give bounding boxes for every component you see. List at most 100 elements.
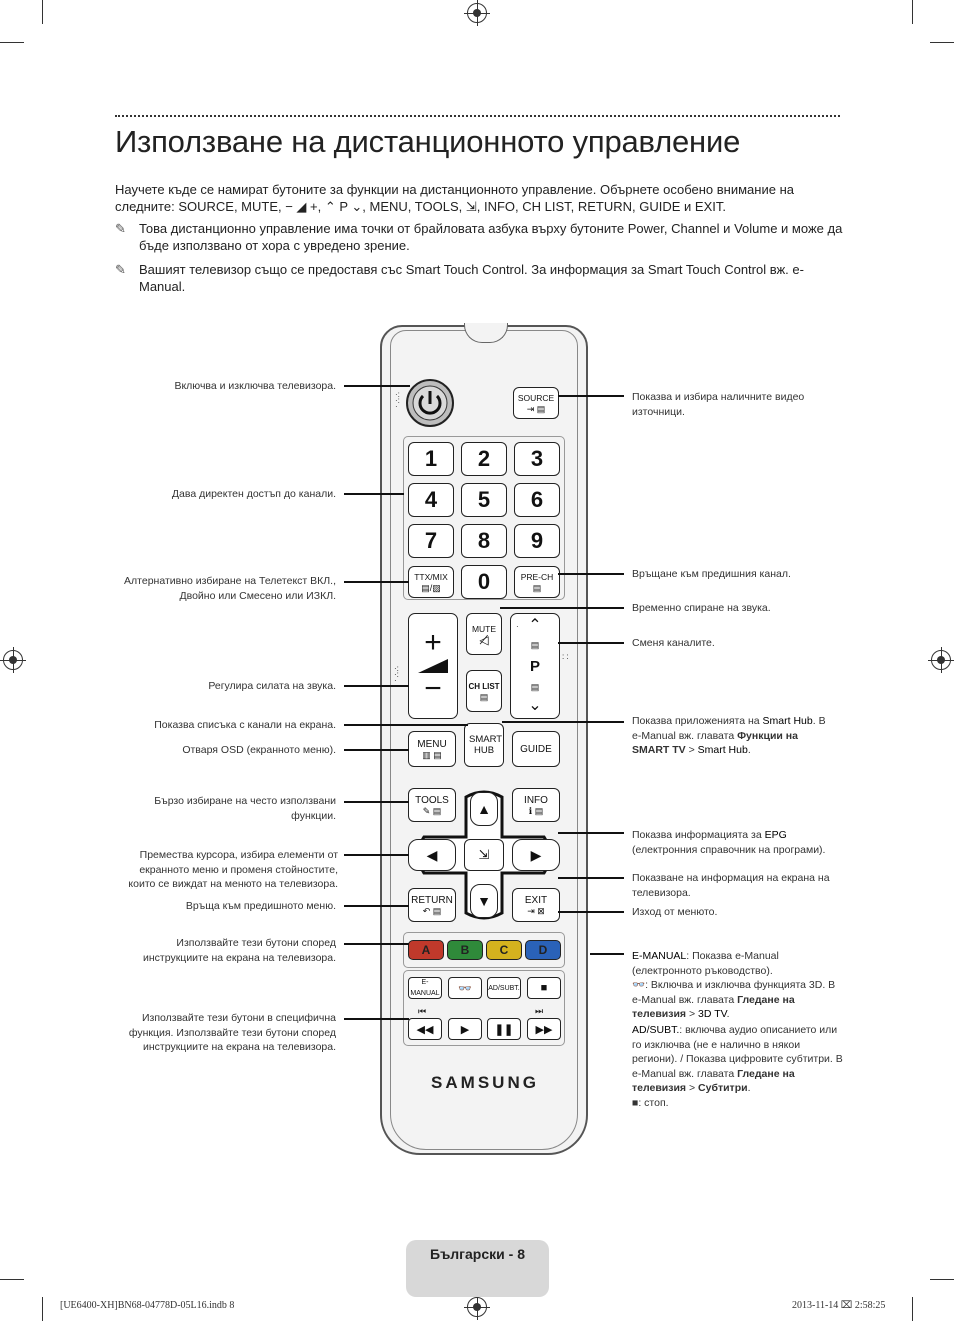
label-exit: Изход от менюто. — [632, 906, 718, 918]
rewind-button[interactable]: ◀◀ — [408, 1018, 442, 1040]
number-0-button[interactable]: 0 — [461, 565, 507, 599]
crop-mark — [0, 1279, 24, 1280]
source-button[interactable]: SOURCE ⇥ ▤ — [513, 387, 559, 419]
registration-mark-icon — [464, 1294, 490, 1320]
volume-up-icon: + — [424, 626, 442, 659]
leader-line — [344, 724, 468, 726]
leader-line — [344, 854, 409, 856]
page-title: Използване на дистанционното управление — [115, 124, 741, 159]
registration-mark-icon — [928, 647, 954, 673]
guide-button[interactable]: GUIDE — [512, 731, 560, 767]
leader-line — [558, 877, 624, 879]
function-buttons-panel — [403, 970, 565, 1046]
leader-line — [558, 832, 624, 834]
power-button[interactable] — [406, 379, 454, 427]
number-9-button[interactable]: 9 — [514, 524, 560, 558]
label-stop: ■: стоп. — [632, 1097, 669, 1109]
label-color-buttons: Използвайте тези бутони според инструкци… — [143, 937, 336, 964]
source-icon: ⇥ ▤ — [526, 403, 546, 414]
3d-glasses-icon: 👓 — [632, 979, 646, 991]
stop-button[interactable]: ■ — [527, 977, 561, 999]
arrow-right-button[interactable]: ▶ — [512, 839, 560, 871]
pause-button[interactable]: ❚❚ — [487, 1018, 521, 1040]
mute-button[interactable]: MUTE ◁̸ — [466, 613, 502, 655]
color-buttons-panel — [403, 932, 565, 968]
arrow-right-icon: ▶ — [530, 846, 542, 863]
volume-icon — [418, 659, 448, 673]
label-mute: Временно спиране на звука. — [632, 602, 771, 614]
menu-button[interactable]: MENU ▥ ▤ — [408, 731, 456, 767]
arrow-up-button[interactable]: ▲ — [470, 792, 498, 826]
channel-label: P — [529, 657, 540, 675]
braille-dots: · — [516, 622, 519, 631]
leader-line — [344, 1018, 409, 1020]
exit-button[interactable]: EXIT ⇥ ⊠ — [512, 888, 560, 922]
channel-up-icon: ⌃ — [528, 617, 542, 634]
tools-button[interactable]: TOOLS ✎ ▤ — [408, 788, 456, 822]
label-source: Показва и избира наличните видео източни… — [632, 391, 805, 418]
number-3-button[interactable]: 3 — [514, 442, 560, 476]
channel-down-icon: ⌄ — [528, 697, 542, 714]
label-return: Връща към предишното меню. — [185, 900, 336, 912]
rewind-icon: ◀◀ — [416, 1023, 434, 1036]
crop-mark — [42, 1297, 43, 1321]
play-icon: ▶ — [460, 1023, 470, 1036]
pencil-icon: ✎ — [115, 221, 126, 236]
skip-back-icon: ⏮ — [418, 1006, 427, 1016]
red-a-button[interactable]: A — [408, 940, 444, 960]
arrow-down-button[interactable]: ▼ — [470, 884, 498, 918]
label-pre-ch: Връщане към предишния канал. — [632, 568, 791, 580]
e-manual-button[interactable]: E-MANUAL — [408, 977, 442, 999]
number-8-button[interactable]: 8 — [461, 524, 507, 558]
fast-forward-button[interactable]: ▶▶ — [527, 1018, 561, 1040]
ad-subt-button[interactable]: AD/SUBT. — [487, 977, 521, 999]
channel-rocker[interactable]: ⌃ ▤ P ▤ ⌄ — [510, 613, 560, 719]
leader-line — [500, 607, 624, 609]
return-button[interactable]: RETURN ↶ ▤ — [408, 888, 456, 922]
label-playback-buttons: Използвайте тези бутони в специфична фун… — [128, 1012, 336, 1053]
leader-line — [558, 642, 624, 644]
label-tools: Бързо избиране на често използвани функц… — [154, 795, 336, 822]
green-b-button[interactable]: B — [447, 940, 483, 960]
channel-down-sub-icon: ▤ — [530, 682, 540, 693]
braille-dots: : : — [562, 652, 569, 661]
leader-line — [558, 911, 624, 913]
ttx-mix-button[interactable]: TTX/MIX ▤/▨ — [408, 566, 454, 598]
leader-line — [590, 953, 624, 955]
leader-line — [344, 905, 409, 907]
3d-button[interactable]: 👓 — [448, 977, 482, 999]
leader-line — [344, 385, 410, 387]
enter-button[interactable]: ⇲ — [464, 839, 504, 871]
number-7-button[interactable]: 7 — [408, 524, 454, 558]
ch-list-icon: ▤ — [479, 691, 489, 702]
number-5-button[interactable]: 5 — [461, 483, 507, 517]
leader-line — [344, 749, 409, 751]
channel-up-sub-icon: ▤ — [530, 639, 540, 650]
smart-hub-button[interactable]: SMART HUB — [464, 723, 504, 767]
key-exit: EXIT — [694, 199, 723, 214]
enter-icon: ⇲ — [478, 847, 490, 862]
number-6-button[interactable]: 6 — [514, 483, 560, 517]
number-1-button[interactable]: 1 — [408, 442, 454, 476]
leader-line — [344, 493, 404, 495]
crop-mark — [930, 42, 954, 43]
volume-down-icon: − — [424, 672, 442, 705]
play-button[interactable]: ▶ — [448, 1018, 482, 1040]
3d-glasses-icon: 👓 — [458, 982, 472, 995]
volume-rocker[interactable]: + − — [408, 613, 458, 719]
fast-forward-icon: ▶▶ — [535, 1023, 553, 1036]
key-list: SOURCE, MUTE, − ◢ +, ⌃ P ⌄, MENU, TOOLS,… — [178, 199, 681, 214]
braille-dots: ·:·:· — [394, 664, 399, 685]
arrow-left-button[interactable]: ◀ — [408, 839, 456, 871]
label-menu: Отваря OSD (екранното меню). — [182, 744, 336, 756]
power-icon — [412, 385, 448, 421]
number-4-button[interactable]: 4 — [408, 483, 454, 517]
blue-d-button[interactable]: D — [525, 940, 561, 960]
info-button[interactable]: INFO ℹ ▤ — [512, 788, 560, 822]
pre-ch-button[interactable]: PRE-CH ▤ — [514, 566, 560, 598]
ch-list-button[interactable]: CH LIST ▤ — [466, 670, 502, 712]
yellow-c-button[interactable]: C — [486, 940, 522, 960]
number-2-button[interactable]: 2 — [461, 442, 507, 476]
label-number-keys: Дава директен достъп до канали. — [171, 488, 336, 500]
pencil-icon: ✎ — [115, 262, 126, 277]
